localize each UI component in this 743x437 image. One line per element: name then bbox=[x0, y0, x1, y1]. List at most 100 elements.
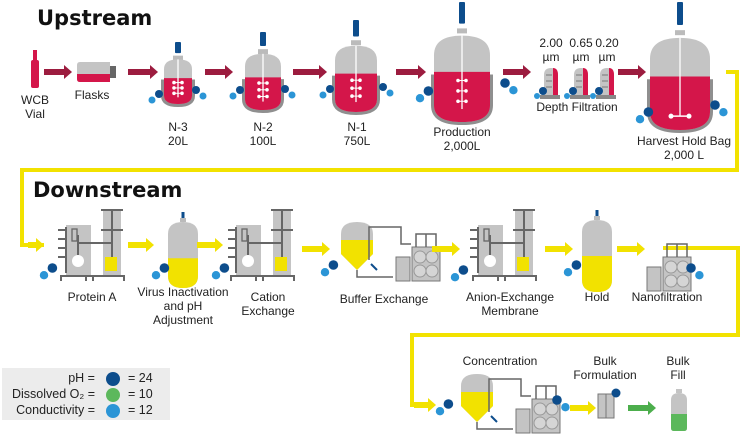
arrow-formulation-to-fill-shaft bbox=[628, 405, 649, 411]
resin-bed bbox=[275, 257, 287, 271]
sensor-dots bbox=[211, 263, 230, 280]
sensor-dots bbox=[552, 395, 570, 412]
conductivity-sensor-icon bbox=[211, 271, 221, 280]
arrow-production-to-filtration bbox=[503, 65, 531, 79]
resin-bed bbox=[105, 257, 117, 271]
filter-cartridge bbox=[425, 264, 439, 278]
sensor-dots bbox=[39, 263, 58, 280]
legend-name: pH = bbox=[68, 371, 95, 385]
arrow-flasks-to-n3-head bbox=[150, 65, 158, 79]
arrow-hold-to-nano-head bbox=[637, 242, 645, 256]
filter-base bbox=[596, 95, 616, 99]
filter-base bbox=[570, 95, 590, 99]
ph-sensor-icon bbox=[379, 83, 387, 91]
flow-line-upstream-to-downstream bbox=[20, 70, 739, 247]
ph-sensor-icon bbox=[159, 263, 170, 273]
n3-bioreactor-icon bbox=[161, 42, 195, 107]
arrow-into-protein-a-head bbox=[36, 238, 44, 252]
conductivity-sensor-icon bbox=[319, 91, 327, 99]
ph-sensor-icon bbox=[458, 265, 469, 275]
arrow-vial-to-flasks bbox=[44, 65, 72, 79]
arrow-filtration-to-harvest-head bbox=[638, 65, 646, 79]
sensor-dots bbox=[563, 260, 582, 277]
ph-sensor-icon bbox=[611, 388, 621, 398]
legend-value: = 24 bbox=[128, 371, 153, 385]
coupling bbox=[351, 40, 361, 46]
n1-bioreactor-icon bbox=[332, 20, 380, 115]
conductivity-sensor-icon bbox=[151, 271, 161, 280]
filter-cartridge bbox=[676, 274, 690, 288]
label-depth-filtration: Depth Filtration bbox=[536, 100, 618, 114]
conductivity-sensor-icon bbox=[564, 93, 570, 99]
arrow-production-to-filtration-head bbox=[523, 65, 531, 79]
bulk-formulation-icon bbox=[597, 388, 621, 419]
feed-tank-liquid bbox=[461, 392, 493, 422]
label-nanofiltration: Nanofiltration bbox=[631, 290, 703, 304]
sensor-dots bbox=[319, 85, 334, 99]
arrow-n1-to-production-head bbox=[418, 65, 426, 79]
arrow-anion-to-hold-shaft bbox=[545, 246, 566, 252]
motor-icon bbox=[353, 20, 359, 37]
ph-sensor-icon bbox=[500, 78, 510, 88]
legend-value: = 10 bbox=[128, 387, 153, 401]
arrow-into-concentration bbox=[414, 398, 436, 412]
arrow-virus-to-cation bbox=[197, 238, 223, 252]
arrow-n1-to-production bbox=[396, 65, 426, 79]
arrow-formulation-to-fill-head bbox=[648, 401, 656, 415]
conductivity-sensor-icon bbox=[386, 89, 394, 97]
arrow-n3-to-n2-shaft bbox=[205, 69, 226, 75]
pump-head bbox=[484, 255, 496, 267]
ph-sensor-icon bbox=[595, 87, 603, 95]
pipe bbox=[77, 235, 112, 244]
sensor-dots bbox=[151, 263, 170, 280]
nanofiltration-icon bbox=[646, 243, 692, 292]
ph-sensor-icon bbox=[236, 86, 244, 94]
concentration-tff-icon bbox=[461, 374, 561, 434]
arrow-into-concentration-head bbox=[428, 398, 436, 412]
arrow-vial-to-flasks-shaft bbox=[44, 69, 65, 75]
sensor-dots bbox=[229, 86, 244, 100]
retentate-pipe bbox=[488, 378, 531, 412]
arrow-n1-to-production-shaft bbox=[396, 69, 419, 75]
pump-housing bbox=[515, 408, 531, 434]
conductivity-sensor-icon bbox=[320, 268, 330, 277]
dissolved-o2-sensor-icon bbox=[106, 388, 120, 402]
ph-sensor-icon bbox=[539, 87, 547, 95]
depth-filter-icon bbox=[590, 68, 616, 99]
filter-cartridge bbox=[413, 264, 427, 278]
valve bbox=[180, 218, 186, 222]
sensor-dots bbox=[148, 90, 163, 104]
arrow-n2-to-n1-shaft bbox=[293, 69, 320, 75]
impeller-blade bbox=[686, 113, 692, 119]
harvest-hold-bag-icon bbox=[647, 2, 713, 133]
bottle-fill bbox=[671, 414, 687, 431]
conductivity-sensor-icon bbox=[435, 407, 445, 416]
arrow-concentration-to-formulation-head bbox=[588, 401, 596, 415]
feed-tank-liquid bbox=[341, 240, 373, 270]
retentate-pipe bbox=[368, 226, 411, 260]
motor-icon bbox=[459, 2, 465, 24]
sensor-dots bbox=[320, 260, 339, 277]
conductivity-sensor-icon bbox=[561, 403, 570, 412]
ph-sensor-icon bbox=[571, 260, 582, 270]
valve-icon bbox=[370, 263, 378, 271]
pump-housing bbox=[646, 266, 662, 292]
flask-media bbox=[77, 74, 110, 82]
conductivity-sensor-icon bbox=[563, 268, 573, 277]
legend-row-ph: pH = = 24 bbox=[2, 371, 170, 387]
arrow-protein-a-to-virus bbox=[128, 238, 154, 252]
legend-row-conductivity: Conductivity = = 12 bbox=[2, 403, 170, 419]
ph-sensor-icon bbox=[281, 85, 289, 93]
depth-filter-icon bbox=[564, 68, 590, 99]
arrow-cation-to-buffer-head bbox=[322, 242, 330, 256]
sensor-dots bbox=[450, 265, 469, 282]
sensor-dots bbox=[415, 86, 434, 103]
